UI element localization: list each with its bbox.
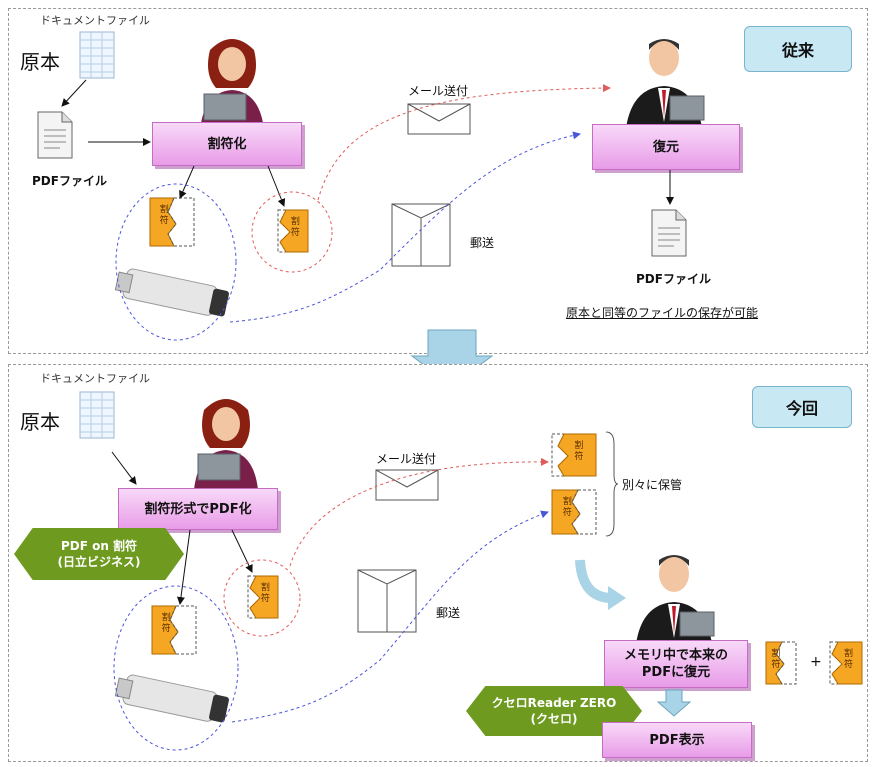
man-operator-icon	[636, 555, 715, 644]
mail-label: メール送付	[408, 84, 469, 98]
flow-connectors	[61, 79, 674, 341]
mail-envelope-icon	[357, 569, 417, 633]
token-char: 割	[162, 611, 171, 623]
pdf-document-icon	[651, 209, 687, 257]
token-char: 割	[160, 203, 169, 215]
product-badge-line2: (日立ビジネス)	[57, 555, 141, 569]
tag-now: 今回	[752, 386, 852, 428]
woman-operator-icon	[194, 399, 258, 490]
token-char: 符	[563, 506, 572, 518]
mail-label: メール送付	[376, 452, 437, 466]
token-char: 割	[844, 647, 853, 659]
envelope-icon	[407, 103, 471, 135]
woman-operator-icon	[200, 39, 264, 130]
token-piece-icon: 割符	[149, 197, 195, 247]
product-badge: PDF on 割符 (日立ビジネス)	[14, 528, 184, 580]
restore-line1: メモリ中で本来の	[623, 648, 728, 663]
usb-drive-icon	[114, 674, 229, 723]
encode-pdf-box: 割符形式でPDF化	[118, 488, 278, 530]
restore-memory-box: メモリ中で本来の PDFに復元	[604, 640, 748, 688]
result-pdf-label: PDFファイル	[636, 272, 711, 286]
pdf-display-box: PDF表示	[602, 722, 752, 758]
envelope-icon	[375, 469, 439, 501]
token-char: 符	[160, 214, 169, 226]
restore-line2: PDFに復元	[641, 665, 711, 680]
save-note: 原本と同等のファイルの保存が可能	[566, 306, 759, 320]
token-piece-icon: 割符	[829, 641, 863, 685]
token-piece-icon: 割符	[551, 433, 597, 477]
separate-label: 別々に保管	[622, 478, 683, 492]
restore-box: 復元	[592, 124, 740, 170]
pdf-document-icon	[37, 111, 73, 159]
token-char: 割	[291, 215, 300, 227]
man-operator-icon	[626, 39, 705, 128]
token-piece-icon: 割符	[247, 575, 279, 619]
token-char: 符	[291, 226, 300, 238]
token-char: 割	[261, 581, 270, 593]
token-char: 符	[844, 658, 853, 670]
token-piece-icon: 割符	[551, 489, 597, 535]
token-char: 符	[162, 622, 171, 634]
reader-badge-line2: (クセロ)	[530, 712, 578, 726]
plus-sign: +	[810, 654, 822, 670]
tag-before: 従来	[744, 26, 852, 72]
token-char: 割	[574, 439, 583, 451]
pdf-file-label: PDFファイル	[32, 174, 107, 188]
token-piece-icon: 割符	[151, 605, 197, 655]
token-char: 割	[771, 647, 780, 659]
token-piece-icon: 割符	[277, 209, 309, 253]
mail-envelope-icon	[391, 203, 451, 267]
doc-file-label: ドキュメントファイル	[40, 14, 150, 27]
reader-badge-line1: クセロReader ZERO	[491, 696, 617, 710]
token-char: 符	[574, 450, 583, 462]
product-badge-line1: PDF on 割符	[60, 539, 138, 553]
post-label: 郵送	[436, 606, 461, 620]
encode-box: 割符化	[152, 122, 302, 166]
token-char: 符	[261, 592, 270, 604]
original-label: 原本	[20, 50, 60, 74]
original-label: 原本	[20, 410, 60, 434]
spreadsheet-icon	[79, 31, 115, 79]
token-piece-icon: 割符	[765, 641, 797, 685]
post-label: 郵送	[470, 236, 495, 250]
token-char: 割	[563, 495, 572, 507]
doc-file-label: ドキュメントファイル	[40, 372, 150, 385]
spreadsheet-icon	[79, 391, 115, 439]
brace-icon	[605, 431, 619, 537]
token-char: 符	[771, 658, 780, 670]
